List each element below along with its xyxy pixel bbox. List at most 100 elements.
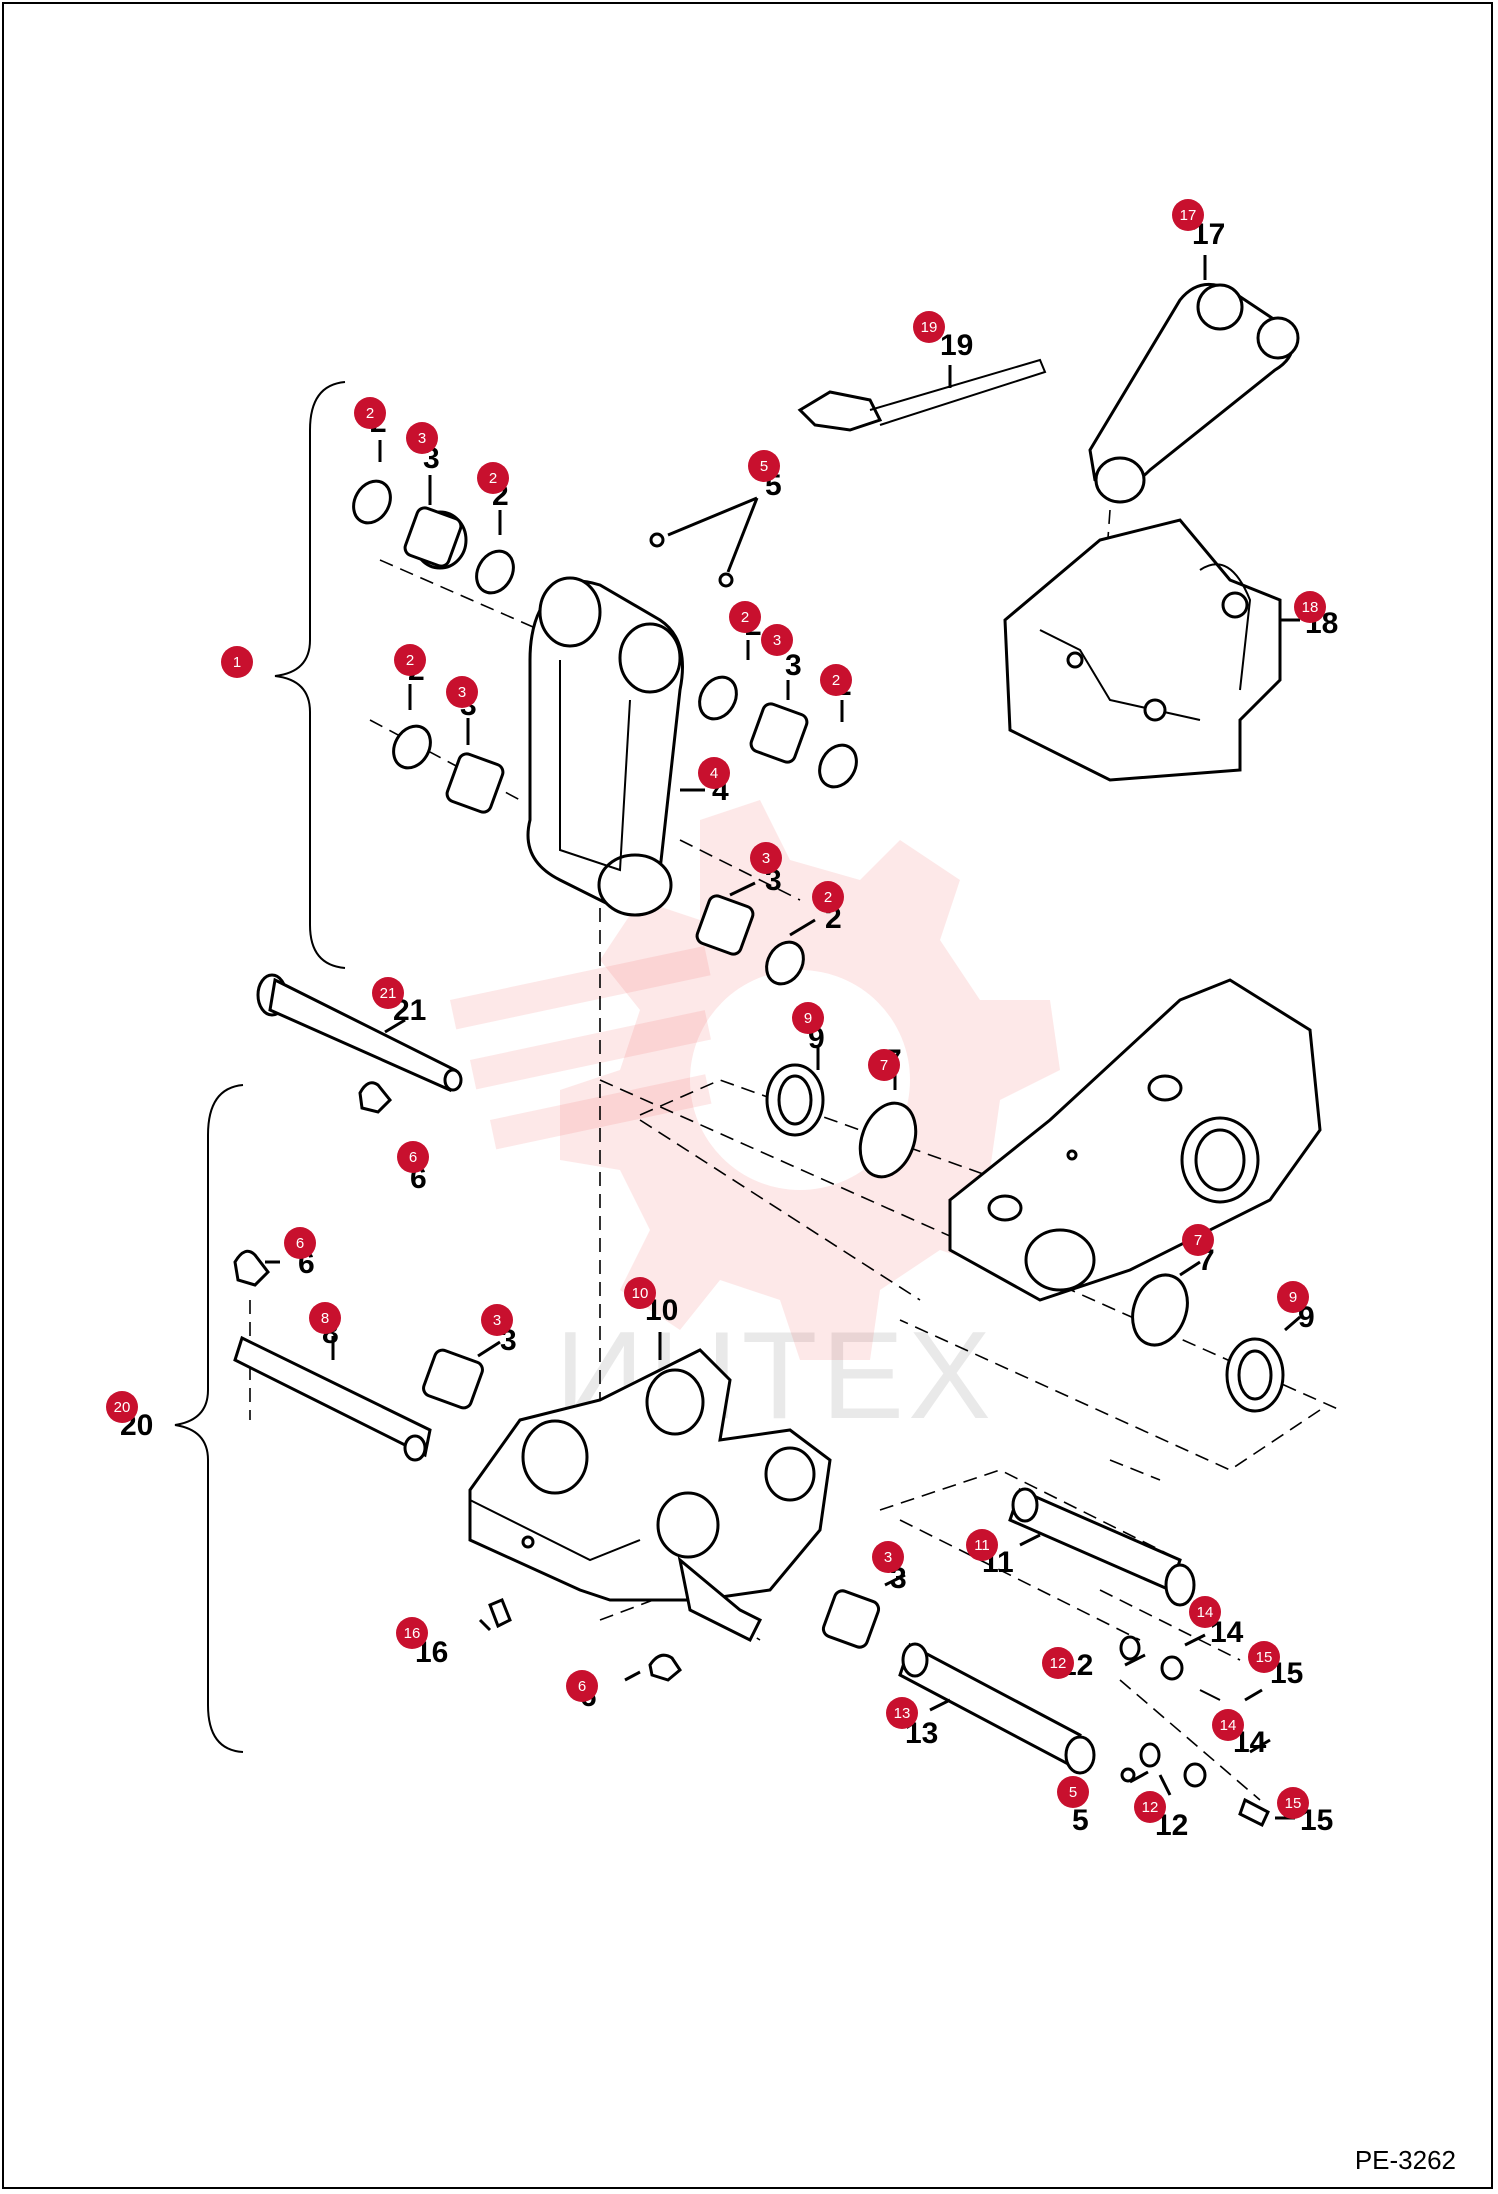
svg-text:18: 18 — [1302, 599, 1319, 616]
svg-text:2: 2 — [832, 672, 840, 689]
group-1-parts — [352, 479, 858, 986]
badge[interactable]: 3 — [446, 676, 478, 708]
badge[interactable]: 7 — [1182, 1224, 1214, 1256]
svg-text:13: 13 — [894, 1705, 911, 1722]
badge[interactable]: 13 — [886, 1697, 918, 1729]
badge[interactable]: 21 — [372, 977, 404, 1009]
badge[interactable]: 15 — [1277, 1787, 1309, 1819]
badge[interactable]: 9 — [792, 1002, 824, 1034]
bushing-3f — [821, 1589, 881, 1649]
badge[interactable]: 2 — [820, 664, 852, 696]
svg-text:3: 3 — [884, 1549, 892, 1566]
svg-text:12: 12 — [1142, 1799, 1159, 1816]
svg-text:11: 11 — [974, 1537, 990, 1554]
group-9-7 — [765, 1063, 1285, 1413]
svg-text:7: 7 — [880, 1057, 888, 1074]
badge[interactable]: 14 — [1189, 1596, 1221, 1628]
badge[interactable]: 2 — [394, 644, 426, 676]
svg-text:3: 3 — [773, 632, 781, 649]
svg-text:5: 5 — [760, 458, 768, 475]
svg-text:15: 15 — [1285, 1795, 1302, 1812]
badge[interactable]: 10 — [624, 1277, 656, 1309]
badge[interactable]: 6 — [397, 1141, 429, 1173]
callout-badges: 1 2 3 2 5 2 3 2 3 2 4 3 2 17 19 18 21 6 … — [106, 199, 1326, 1823]
svg-text:3: 3 — [458, 684, 466, 701]
badge[interactable]: 9 — [1277, 1281, 1309, 1313]
svg-text:6: 6 — [409, 1149, 417, 1166]
badge[interactable]: 2 — [354, 397, 386, 429]
svg-text:15: 15 — [1256, 1649, 1273, 1666]
svg-text:2: 2 — [489, 470, 497, 487]
svg-text:14: 14 — [1197, 1604, 1214, 1621]
small-hardware — [488, 1598, 1270, 1828]
svg-text:2: 2 — [741, 609, 749, 626]
svg-text:6: 6 — [578, 1678, 586, 1695]
badge[interactable]: 3 — [481, 1304, 513, 1336]
pin-13 — [898, 1642, 1096, 1775]
badge[interactable]: 2 — [729, 601, 761, 633]
svg-text:17: 17 — [1180, 207, 1197, 224]
badge[interactable]: 3 — [761, 624, 793, 656]
drawing-code: PE-3262 — [1354, 2145, 1456, 2175]
badge[interactable]: 3 — [750, 842, 782, 874]
svg-text:21: 21 — [380, 985, 397, 1002]
badge[interactable]: 5 — [1057, 1776, 1089, 1808]
upper-link — [1088, 282, 1300, 504]
group-20-parts — [233, 1249, 484, 1462]
badge[interactable]: 18 — [1294, 591, 1326, 623]
svg-text:20: 20 — [114, 1399, 131, 1416]
callout-numbers: 2 3 2 5 2 3 2 3 2 4 3 2 17 19 18 21 6 9 … — [120, 218, 1338, 1842]
coupler-assembly — [1003, 518, 1282, 782]
long-pin-21 — [256, 973, 463, 1093]
lever — [797, 358, 1047, 432]
brace-group-20 — [174, 1084, 244, 1753]
brace-group-1 — [274, 381, 346, 969]
badge[interactable]: 20 — [106, 1391, 138, 1423]
leader-lines — [265, 255, 1301, 1820]
svg-text:2: 2 — [824, 889, 832, 906]
badge[interactable]: 3 — [872, 1541, 904, 1573]
callout-num: 3 — [785, 649, 802, 682]
badge[interactable]: 2 — [812, 881, 844, 913]
cap-6a — [358, 1081, 393, 1114]
badge[interactable]: 7 — [868, 1049, 900, 1081]
badge[interactable]: 3 — [406, 422, 438, 454]
badge[interactable]: 11 — [966, 1529, 998, 1561]
svg-text:14: 14 — [1220, 1717, 1237, 1734]
svg-text:12: 12 — [1050, 1655, 1067, 1672]
badge[interactable]: 8 — [309, 1302, 341, 1334]
badge[interactable]: 6 — [566, 1670, 598, 1702]
svg-text:7: 7 — [1194, 1232, 1202, 1249]
badge[interactable]: 15 — [1248, 1641, 1280, 1673]
svg-text:2: 2 — [406, 652, 414, 669]
svg-text:6: 6 — [296, 1235, 304, 1252]
badge[interactable]: 4 — [698, 757, 730, 789]
badge[interactable]: 16 — [396, 1617, 428, 1649]
badge[interactable]: 6 — [284, 1227, 316, 1259]
svg-text:9: 9 — [1289, 1289, 1297, 1306]
badge[interactable]: 12 — [1042, 1647, 1074, 1679]
svg-text:9: 9 — [804, 1010, 812, 1027]
badge[interactable]: 14 — [1212, 1709, 1244, 1741]
svg-text:4: 4 — [710, 765, 718, 782]
quick-coupler-body — [468, 1348, 832, 1643]
svg-text:1: 1 — [233, 654, 241, 671]
badge[interactable]: 19 — [913, 311, 945, 343]
callout-num: 19 — [940, 329, 973, 362]
svg-text:16: 16 — [404, 1625, 421, 1642]
svg-text:3: 3 — [762, 850, 770, 867]
badge[interactable]: 5 — [748, 450, 780, 482]
svg-text:8: 8 — [321, 1310, 329, 1327]
svg-text:2: 2 — [366, 405, 374, 422]
badge[interactable]: 17 — [1172, 199, 1204, 231]
link-arm — [526, 576, 684, 917]
svg-text:5: 5 — [1069, 1784, 1077, 1801]
badge[interactable]: 12 — [1134, 1791, 1166, 1823]
svg-text:3: 3 — [493, 1312, 501, 1329]
badge[interactable]: 1 — [221, 646, 253, 678]
callout-num: 5 — [1072, 1804, 1089, 1837]
badge[interactable]: 2 — [477, 462, 509, 494]
arm-end — [948, 978, 1322, 1302]
